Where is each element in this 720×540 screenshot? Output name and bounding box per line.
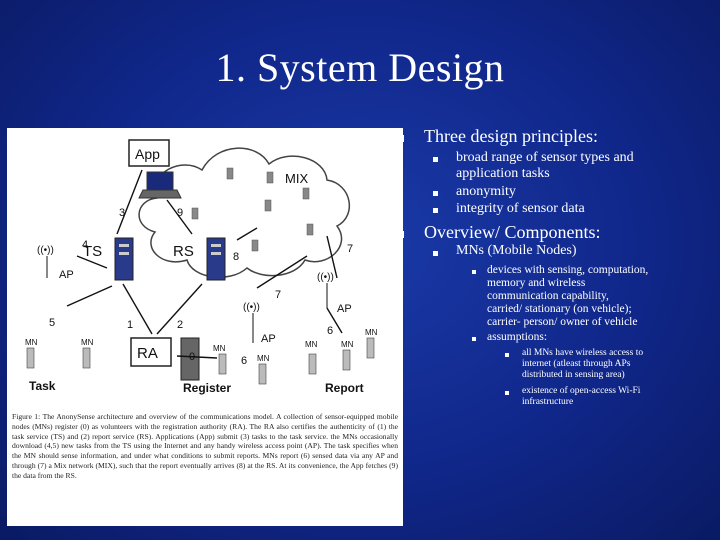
ap-label: AP	[261, 333, 276, 345]
architecture-figure: MIX App TS RS RA	[7, 128, 403, 526]
mobile-node-icons	[26, 337, 375, 385]
assumption-item: distributed in sensing area)	[522, 370, 625, 380]
assumption-item: existence of open-access Wi-Fi	[522, 386, 641, 396]
edge-label: 7	[347, 243, 353, 255]
ts-server-icon	[114, 237, 134, 281]
access-point-icon: ((•))	[317, 272, 334, 308]
laptop-icon	[138, 171, 182, 199]
edge-label: 4	[82, 239, 88, 251]
slide-title: 1. System Design	[215, 45, 505, 90]
bullet-marker	[433, 191, 438, 196]
bullet-marker	[472, 270, 476, 274]
access-point-icon: ((•))	[243, 302, 260, 343]
bullet-marker	[505, 353, 509, 357]
mn-label: MN	[341, 340, 354, 349]
principle-item: application tasks	[456, 166, 550, 181]
mns-description: memory and wireless	[487, 277, 586, 289]
bullet-marker	[397, 135, 404, 142]
ra-server-icon	[180, 337, 200, 381]
mn-label: MN	[81, 338, 94, 347]
mn-label: MN	[25, 338, 38, 347]
app-box	[128, 139, 170, 167]
mix-cloud	[138, 147, 351, 278]
mns-label: MNs (Mobile Nodes)	[456, 243, 577, 258]
register-label: Register	[183, 381, 231, 395]
edge-label: 1	[127, 319, 133, 331]
edge-label: 8	[233, 251, 239, 263]
edge-label: 3	[119, 207, 125, 219]
svg-text:((•)): ((•))	[243, 302, 260, 313]
mn-label: MN	[213, 344, 226, 353]
overview-heading: Overview/ Components:	[424, 222, 601, 242]
bullet-marker	[433, 157, 438, 162]
ap-label: AP	[337, 303, 352, 315]
mns-description: devices with sensing, computation,	[487, 264, 649, 276]
report-label: Report	[325, 381, 364, 395]
edge-label: 7	[275, 289, 281, 301]
mn-label: MN	[365, 328, 378, 337]
bullet-marker	[433, 251, 438, 256]
ra-label: RA	[137, 345, 158, 362]
ts-label: TS	[83, 243, 102, 260]
rs-label: RS	[173, 243, 194, 260]
task-label: Task	[29, 379, 56, 393]
ra-box	[130, 337, 172, 367]
ap-label: AP	[59, 269, 74, 281]
assumption-item: all MNs have wireless access to	[522, 348, 644, 358]
access-point-icon: ((•))	[37, 245, 54, 278]
edge-label: 6	[327, 325, 333, 337]
svg-text:((•)): ((•))	[317, 272, 334, 283]
bullet-marker	[433, 208, 438, 213]
assumption-item: infrastructure	[522, 397, 574, 407]
mns-description: carried/ stationary (on vehicle);	[487, 303, 632, 315]
principle-item: broad range of sensor types and	[456, 150, 634, 165]
assumptions-label: assumptions:	[487, 331, 548, 343]
edge-label: 2	[177, 319, 183, 331]
edge-label: 9	[177, 207, 183, 219]
bullet-marker	[472, 337, 476, 341]
edge-label: 6	[241, 355, 247, 367]
mn-label: MN	[305, 340, 318, 349]
bullet-marker	[505, 391, 509, 395]
svg-text:((•)): ((•))	[37, 245, 54, 256]
figure-caption: Figure 1: The AnonySense architecture an…	[12, 412, 398, 480]
mn-label: MN	[257, 354, 270, 363]
rs-server-icon	[206, 237, 226, 281]
principle-item: anonymity	[456, 184, 516, 199]
architecture-diagram: MIX App TS RS RA	[25, 139, 378, 395]
bullet-marker	[397, 231, 404, 238]
edge-label: 0	[189, 351, 195, 363]
assumption-item: internet (atleast through APs	[522, 359, 631, 369]
mix-label: MIX	[285, 171, 308, 186]
principle-item: integrity of sensor data	[456, 201, 585, 216]
edge-label: 5	[49, 317, 55, 329]
principles-heading: Three design principles:	[424, 126, 598, 146]
mns-description: communication capability,	[487, 290, 609, 302]
mns-description: carrier- person/ owner of vehicle	[487, 316, 638, 328]
arrows	[66, 169, 343, 359]
app-label: App	[135, 146, 160, 162]
